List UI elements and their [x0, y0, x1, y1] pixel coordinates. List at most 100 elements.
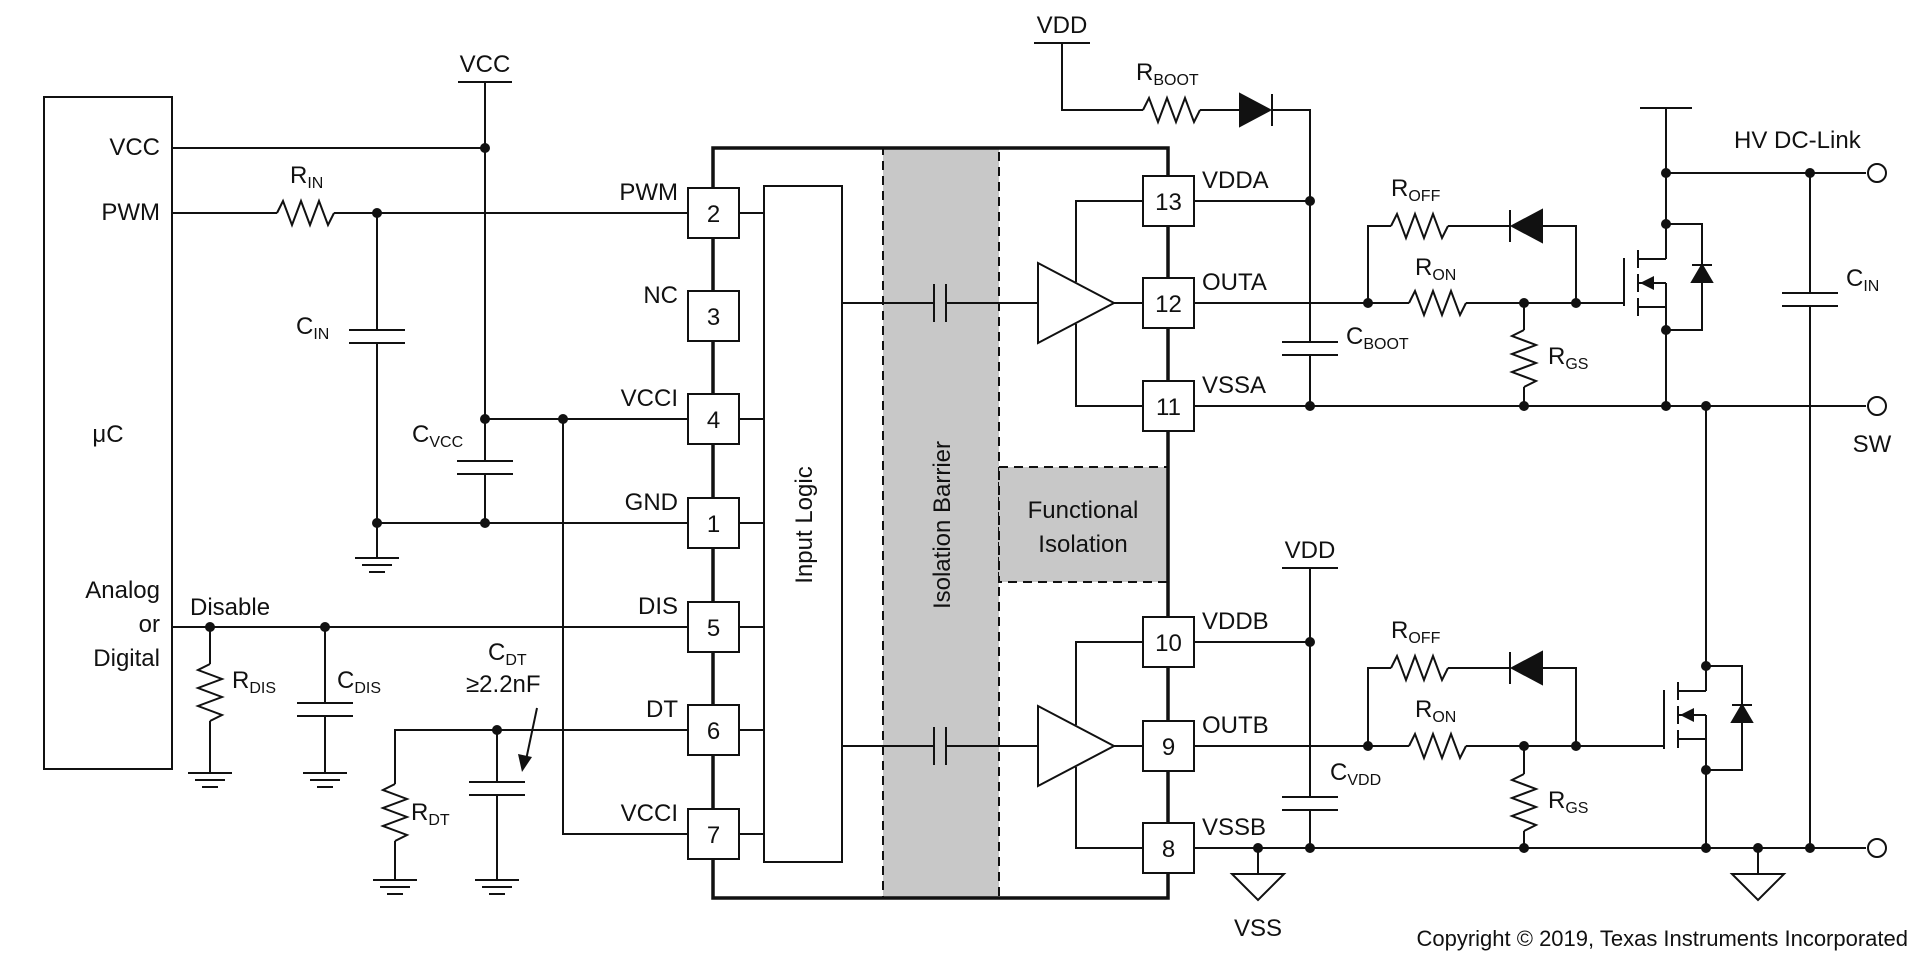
sw-junction-rgs	[1519, 401, 1529, 411]
functional-isolation-label-2: Isolation	[1038, 531, 1127, 558]
channel-a-vssa-internal	[1075, 324, 1143, 407]
low-side-mosfet	[1663, 666, 1707, 770]
pin-box	[687, 290, 740, 342]
rdt-label: RDT	[411, 799, 450, 829]
sw-junction-cboot	[1305, 401, 1315, 411]
vdd-mid-label: VDD	[1285, 537, 1336, 564]
channel-a-driver-buffer	[1037, 261, 1117, 345]
channel-b-vssb-internal	[1075, 767, 1143, 849]
gate-b-junction	[1571, 741, 1581, 751]
rdt-resistor	[380, 783, 410, 842]
pin-name: OUTA	[1202, 269, 1267, 296]
ground-symbol-1	[355, 557, 399, 573]
hv-junction-fet	[1661, 168, 1671, 178]
pin-box	[687, 497, 740, 549]
mcu-vcc-label: VCC	[109, 134, 160, 161]
mcu-digital-label: Digital	[93, 645, 160, 672]
sw-terminal	[1867, 396, 1887, 416]
hv-dc-link-terminal	[1867, 163, 1887, 183]
ground-symbol-5	[475, 879, 519, 895]
pin-name: VDDB	[1202, 608, 1269, 635]
pin-number: 6	[707, 718, 720, 745]
rgs-a-resistor	[1509, 329, 1539, 388]
rgs-a-label: RGS	[1548, 343, 1588, 373]
roff-b-diode	[1509, 650, 1543, 686]
ron-a-label: RON	[1415, 254, 1456, 284]
cdt-label: CDT	[488, 639, 527, 669]
pin-box	[687, 393, 740, 445]
pin-number: 1	[707, 511, 720, 538]
vcci-wire-pin7	[562, 419, 688, 835]
mcu-or-label: or	[139, 611, 160, 638]
vss-junction-rgs	[1519, 843, 1529, 853]
internal-logic-stubs	[739, 212, 764, 835]
copyright-notice: Copyright © 2019, Texas Instruments Inco…	[1416, 926, 1908, 951]
rboot-resistor	[1142, 95, 1201, 125]
pin-name: OUTB	[1202, 712, 1269, 739]
rboot-wire-left	[1061, 43, 1143, 111]
vss-junction-cvdd	[1305, 843, 1315, 853]
pin-number: 7	[707, 822, 720, 849]
cdt-arrow-head	[518, 754, 532, 772]
cin-left-label: CIN	[296, 313, 329, 343]
roff-a-wire-left	[1367, 225, 1391, 303]
dt-wire	[394, 729, 688, 784]
pin-number: 12	[1155, 291, 1182, 318]
isolation-barrier-region	[882, 147, 1000, 899]
ron-a-resistor	[1408, 288, 1467, 318]
roff-b-wire-left	[1367, 667, 1391, 746]
roff-b-label: ROFF	[1391, 617, 1441, 647]
cboot-label: CBOOT	[1346, 323, 1409, 353]
pin-number: 3	[707, 304, 720, 331]
functional-isolation-region	[998, 466, 1169, 583]
pin-name: VDDA	[1202, 167, 1269, 194]
mcu-name-label: μC	[92, 421, 123, 448]
rboot-label: RBOOT	[1136, 59, 1199, 89]
pin-number: 5	[707, 615, 720, 642]
gnd-junction-mid	[480, 518, 490, 528]
pin-box	[687, 704, 740, 756]
pin-box	[1142, 175, 1195, 227]
cdis-label: CDIS	[337, 667, 381, 697]
pin-box	[1142, 380, 1195, 432]
left-pin-6: 6DT	[646, 696, 740, 756]
pin-number: 11	[1156, 394, 1181, 421]
high-side-body-diode	[1690, 263, 1714, 283]
channel-a-vdda-internal	[1075, 200, 1143, 282]
pin-name: NC	[643, 282, 678, 309]
left-pin-3: 3 NC	[643, 282, 740, 342]
ron-b-label: RON	[1415, 696, 1456, 726]
mcu-analog-label: Analog	[85, 577, 160, 604]
sw-label: SW	[1853, 431, 1892, 458]
rdis-resistor	[195, 663, 225, 722]
functional-isolation-label-1: Functional	[1028, 497, 1139, 524]
ground-symbol-2	[188, 772, 232, 788]
vss-junction-fet	[1701, 843, 1711, 853]
roff-a-resistor	[1390, 211, 1449, 241]
cvcc-label: CVCC	[412, 421, 463, 451]
rgs-b-label: RGS	[1548, 787, 1588, 817]
vss-junction-cin	[1805, 843, 1815, 853]
pin-box	[1142, 616, 1195, 668]
hv-dc-link-label: HV DC-Link	[1734, 127, 1862, 154]
boot-wire-right	[1272, 109, 1311, 201]
pin-box	[687, 808, 740, 860]
rgs-b-resistor	[1509, 773, 1539, 832]
cvdd-label: CVDD	[1330, 759, 1381, 789]
ron-b-resistor	[1408, 731, 1467, 761]
pin-name: VSSB	[1202, 814, 1266, 841]
pin-name: PWM	[619, 179, 678, 206]
pin-number: 8	[1162, 836, 1175, 863]
pin-number: 9	[1162, 734, 1175, 761]
channel-b-vddb-internal	[1075, 641, 1143, 725]
pin-name: GND	[625, 489, 678, 516]
ground-symbol-4	[373, 879, 417, 895]
